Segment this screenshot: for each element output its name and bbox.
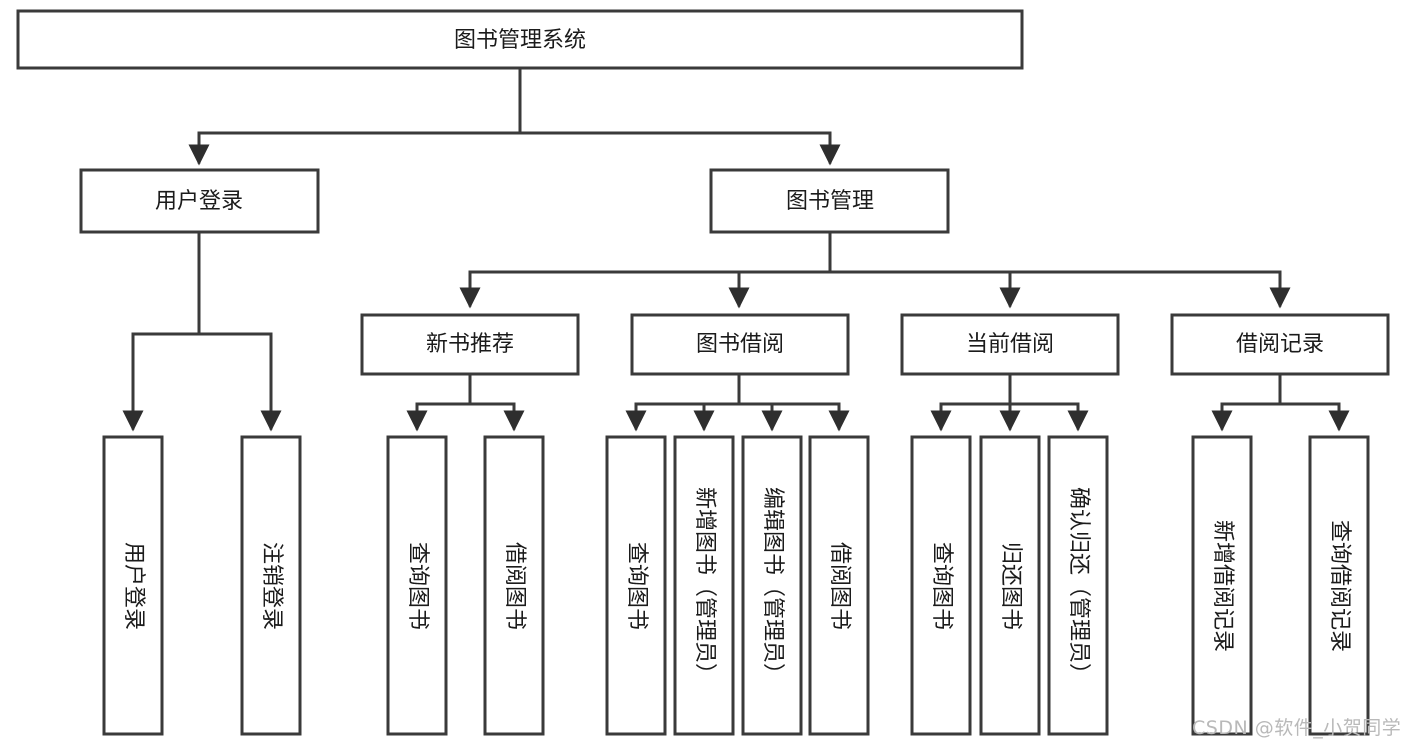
leaf-node-user-login-2-label: 注销登录 <box>259 542 284 630</box>
node-root-system[interactable]: 图书管理系统 <box>16 9 1024 70</box>
csdn-watermark: CSDN @软件_小贺同学 <box>1192 717 1402 739</box>
leaf-node-current-borrow-1-label: 查询图书 <box>929 542 954 630</box>
leaf-node-book-borrow-4-label: 借阅图书 <box>827 542 852 630</box>
leaf-node-new-book-1-label: 查询图书 <box>405 542 430 630</box>
node-book-management-label: 图书管理 <box>786 189 874 214</box>
node-user-login-label: 用户登录 <box>155 189 243 214</box>
node-book-borrow-label: 图书借阅 <box>696 332 784 357</box>
edges-layer <box>122 66 1350 432</box>
leaf-node-new-book-2[interactable]: 借阅图书 <box>483 435 545 736</box>
leaf-node-book-borrow-2-label: 新增图书（管理员） <box>692 487 717 685</box>
leaf-node-borrow-record-2-label: 查询借阅记录 <box>1327 520 1352 652</box>
node-book-management[interactable]: 图书管理 <box>709 168 950 234</box>
node-current-borrow[interactable]: 当前借阅 <box>900 313 1120 376</box>
leaf-node-current-borrow-2-label: 归还图书 <box>998 542 1023 630</box>
leaf-node-borrow-record-2[interactable]: 查询借阅记录 <box>1308 435 1370 736</box>
node-new-book-recommend-label: 新书推荐 <box>426 332 514 357</box>
leaf-node-current-borrow-3-label: 确认归还（管理员） <box>1066 487 1091 685</box>
leaf-node-book-borrow-3[interactable]: 编辑图书（管理员） <box>741 435 803 736</box>
node-new-book-recommend[interactable]: 新书推荐 <box>360 313 580 376</box>
leaf-node-current-borrow-1[interactable]: 查询图书 <box>910 435 972 736</box>
node-borrow-record[interactable]: 借阅记录 <box>1170 313 1390 376</box>
leaf-node-book-borrow-2[interactable]: 新增图书（管理员） <box>673 435 735 736</box>
leaf-node-borrow-record-1-label: 新增借阅记录 <box>1210 520 1235 652</box>
leaf-node-book-borrow-3-label: 编辑图书（管理员） <box>760 487 785 685</box>
leaf-node-borrow-record-1[interactable]: 新增借阅记录 <box>1191 435 1253 736</box>
leaf-node-new-book-1[interactable]: 查询图书 <box>386 435 448 736</box>
node-root-label: 图书管理系统 <box>454 28 586 53</box>
leaf-node-book-borrow-1[interactable]: 查询图书 <box>605 435 667 736</box>
node-current-borrow-label: 当前借阅 <box>966 332 1054 357</box>
leaf-node-new-book-2-label: 借阅图书 <box>502 542 527 630</box>
leaf-node-user-login-2[interactable]: 注销登录 <box>240 435 302 736</box>
node-book-borrow[interactable]: 图书借阅 <box>630 313 850 376</box>
leaf-node-user-login-1-label: 用户登录 <box>121 542 146 630</box>
node-user-login[interactable]: 用户登录 <box>79 168 320 234</box>
node-borrow-record-label: 借阅记录 <box>1236 332 1324 357</box>
leaf-node-book-borrow-1-label: 查询图书 <box>624 542 649 630</box>
leaf-node-current-borrow-3[interactable]: 确认归还（管理员） <box>1047 435 1109 736</box>
leaf-node-book-borrow-4[interactable]: 借阅图书 <box>808 435 870 736</box>
leaf-node-current-borrow-2[interactable]: 归还图书 <box>979 435 1041 736</box>
leaf-node-user-login-1[interactable]: 用户登录 <box>102 435 164 736</box>
